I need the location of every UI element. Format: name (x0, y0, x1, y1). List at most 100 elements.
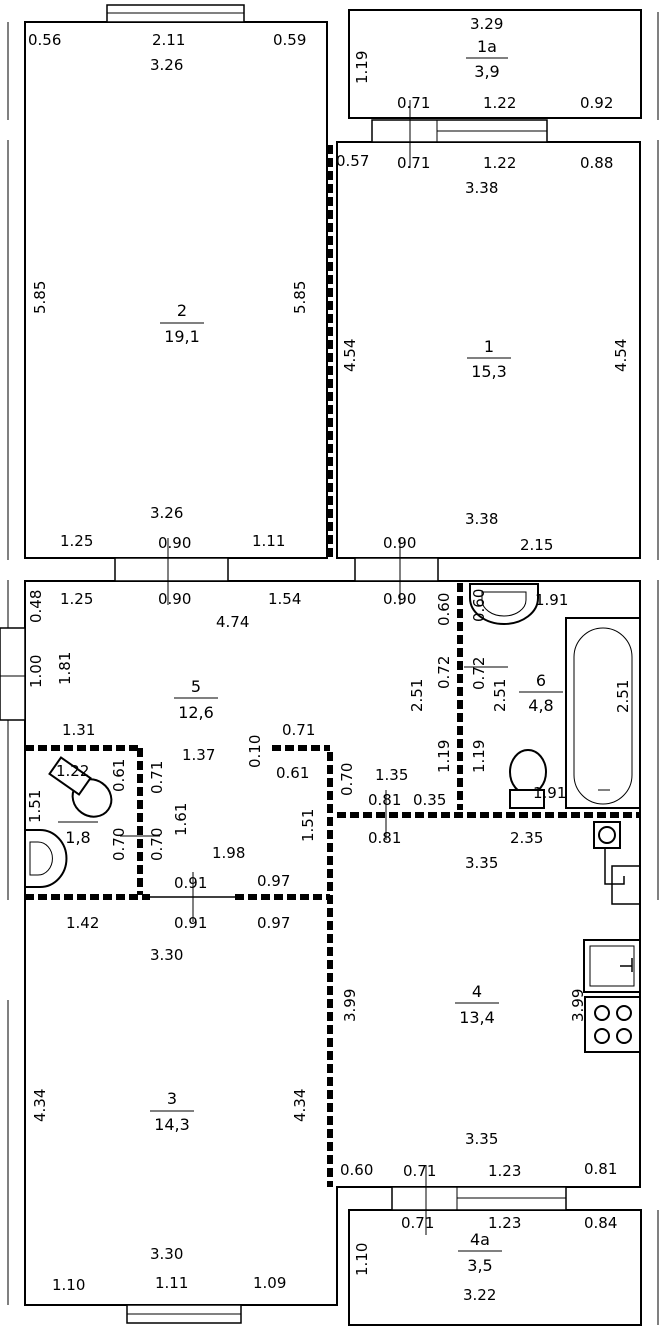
svg-text:14,3: 14,3 (154, 1115, 190, 1134)
dimension-label: 2.15 (520, 536, 553, 554)
svg-text:6: 6 (536, 671, 546, 690)
dimension-label: 0.71 (397, 94, 430, 112)
dimension-label: 1.51 (26, 790, 44, 823)
dimension-label: 0.81 (368, 829, 401, 847)
room-label-1a: 1а 3,9 (466, 37, 508, 81)
bathtub-icon (565, 617, 641, 809)
kitchen-sink-icon (583, 939, 641, 993)
dimension-label: 3.30 (150, 946, 183, 964)
dimension-label: 3.99 (569, 989, 587, 1022)
dimension-label: 2.51 (491, 679, 509, 712)
room-label-2: 2 19,1 (160, 301, 204, 346)
room-label-4: 4 13,4 (455, 982, 499, 1027)
dimension-label: 5.85 (31, 281, 49, 314)
dimension-label: 4.34 (291, 1089, 309, 1122)
svg-text:13,4: 13,4 (459, 1008, 495, 1027)
svg-text:5: 5 (191, 677, 201, 696)
dimension-label: 1.37 (182, 746, 215, 764)
dimension-label: 1.22 (483, 94, 516, 112)
dimension-label: 0.71 (397, 154, 430, 172)
dimension-label: 1.35 (375, 766, 408, 784)
dimension-label: 4.54 (612, 339, 630, 372)
dimension-label: 3.26 (150, 56, 183, 74)
dimension-label: 0.71 (148, 761, 166, 794)
dimension-label: 1.10 (52, 1276, 85, 1294)
dimension-label: 0.97 (257, 914, 290, 932)
svg-text:19,1: 19,1 (164, 327, 200, 346)
wc-toilet-icon (48, 756, 113, 818)
dimension-label: 3.26 (150, 504, 183, 522)
dimension-label: 4.54 (341, 339, 359, 372)
fixtures (24, 583, 641, 1053)
dimension-label: 1.23 (488, 1214, 521, 1232)
dimension-label: 0.60 (340, 1161, 373, 1179)
room-2-outline (24, 21, 328, 559)
dimension-label: 1.23 (488, 1162, 521, 1180)
room-1a-outline (348, 9, 642, 119)
dimension-label: 1.19 (470, 740, 488, 773)
svg-text:4а: 4а (470, 1230, 490, 1249)
gas-pipe-icon (593, 821, 641, 905)
wc-sink-icon (24, 829, 68, 888)
svg-text:2: 2 (177, 301, 187, 320)
dimension-label: 2.11 (152, 31, 185, 49)
toilet-icon (509, 749, 547, 809)
dimension-label: 0.92 (580, 94, 613, 112)
dimension-label: 0.60 (470, 589, 488, 622)
dimension-label: 0.48 (27, 590, 45, 623)
dimension-label: 1.98 (212, 844, 245, 862)
dimension-label: 5.85 (291, 281, 309, 314)
dimension-label: 1.22 (483, 154, 516, 172)
dimension-label: 0.84 (584, 1214, 617, 1232)
dimension-label: 3.35 (465, 1130, 498, 1148)
dimension-label: 0.91 (174, 914, 207, 932)
dimension-label: 4.34 (31, 1089, 49, 1122)
dimension-label: 0.10 (246, 735, 264, 768)
dimension-label: 0.61 (276, 764, 309, 782)
dimension-label: 0.56 (28, 31, 61, 49)
dimension-label: 1.19 (435, 740, 453, 773)
room-label-5: 5 12,6 (174, 677, 218, 722)
dimension-label: 0.71 (403, 1162, 436, 1180)
stove-icon (584, 996, 641, 1053)
dimension-label: 1.31 (62, 721, 95, 739)
dimension-label: 0.72 (470, 657, 488, 690)
dimension-label: 1.09 (253, 1274, 286, 1292)
dimension-label: 1.42 (66, 914, 99, 932)
svg-text:15,3: 15,3 (471, 362, 507, 381)
dimension-label: 4.74 (216, 613, 249, 631)
dimension-label: 2.35 (510, 829, 543, 847)
dimension-label: 0.81 (584, 1160, 617, 1178)
dimension-label: 2.51 (614, 680, 632, 713)
room-label-6: 6 4,8 (519, 671, 563, 715)
dimension-label: 0.90 (158, 534, 191, 552)
svg-text:3: 3 (167, 1089, 177, 1108)
dimension-label: 3.99 (341, 989, 359, 1022)
dimension-label: 0.88 (580, 154, 613, 172)
svg-text:3,5: 3,5 (467, 1256, 492, 1275)
svg-text:12,6: 12,6 (178, 703, 214, 722)
dimension-label: 1.25 (60, 532, 93, 550)
dimension-label: 1.22 (56, 762, 89, 780)
dimension-label: 1.51 (299, 809, 317, 842)
dimension-label: 0.70 (148, 828, 166, 861)
dimension-label: 1.81 (56, 652, 74, 685)
room-label-1: 1 15,3 (467, 337, 511, 381)
dimension-label: 0.57 (336, 152, 369, 170)
dimension-label: 1.54 (268, 590, 301, 608)
dimension-label: 3.38 (465, 179, 498, 197)
dimension-label: 0.61 (110, 759, 128, 792)
dimension-label: 1.61 (172, 803, 190, 836)
dimension-label: 0.35 (413, 791, 446, 809)
dimension-label: 1.00 (27, 655, 45, 688)
windows (106, 4, 567, 1324)
dimension-label: 3.22 (463, 1286, 496, 1304)
dimension-label: 2.51 (408, 679, 426, 712)
dimension-label: 0.70 (338, 763, 356, 796)
room-label-wc: 1,8 (58, 821, 98, 847)
dimension-label: 3.38 (465, 510, 498, 528)
dimension-label: 0.72 (435, 656, 453, 689)
dimension-label: 1.11 (155, 1274, 188, 1292)
dimension-label: 1.25 (60, 590, 93, 608)
